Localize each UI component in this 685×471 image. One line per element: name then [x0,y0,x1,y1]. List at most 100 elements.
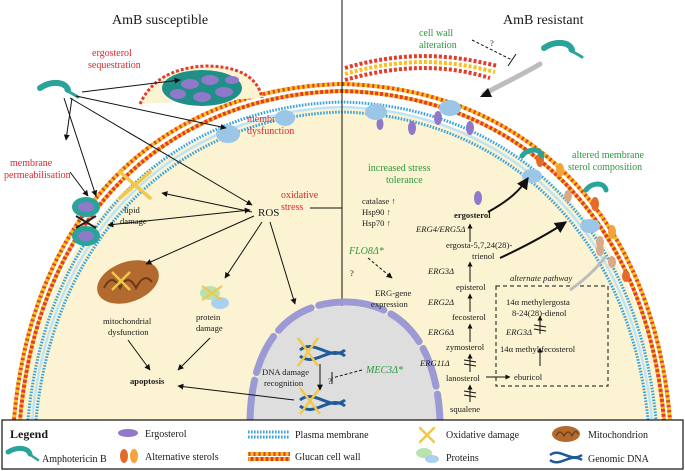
dashed-inhibition-mec3 [331,369,363,384]
label-protein-2: damage [196,323,223,333]
legend-item-cell-wall: Glucan cell wall [248,452,361,463]
label-cell-wall-1: cell wall [419,28,453,39]
flo8-arrow [367,257,393,279]
legend-item-ergosterol: Ergosterol [118,429,187,440]
legend-title: Legend [10,427,48,441]
label-stress-tol-1: increased stress [368,163,431,174]
label-membrane-perm-1: membrane [10,158,53,169]
pathway-zymosterol: zymosterol [446,342,485,352]
label-catalase: catalase ↑ [362,196,396,206]
ergosterol-pathway: ergosterol ERG4/ERG5Δ ergosta-5,7,24(28)… [415,177,567,414]
label-flo8-question: ? [350,268,354,278]
alt-pathway-title: alternate pathway [510,273,572,283]
legend-item-oxidative-damage: Oxidative damage [418,426,520,444]
legend-label-cell-wall: Glucan cell wall [295,452,361,463]
label-membrane-dysfunction-2: dysfunction [247,126,294,137]
label-flo8: FLO8Δ* [348,246,384,257]
alternative-sterols-in-membrane [519,147,630,282]
pathway-trienol-1: ergosta-5,7,24(28)- [446,240,512,250]
genomic-dna-icon [299,387,346,415]
label-cell-wall-2: alteration [419,40,457,51]
label-altered-1: altered membrane [572,150,644,161]
ergosterol-in-membrane [376,111,474,135]
label-mec3-question: ? [328,376,332,386]
pathway-erg3: ERG3Δ [427,266,454,276]
legend-label-alt-sterols: Alternative sterols [145,452,219,463]
label-membrane-perm-2: permeabilisation [4,170,71,181]
legend-item-genomic-dna: Genomic DNA [549,451,650,465]
label-cell-wall-question: ? [490,38,494,48]
alternate-pathway-box: alternate pathway 14α methylergosta 8-24… [495,255,609,387]
membrane-protein [580,219,600,233]
header-right: AmB resistant [503,13,584,28]
thick-cell-wall [344,54,499,82]
amphotericin-b-icon [541,40,584,59]
genomic-dna-icon [296,337,346,367]
legend-label-ergosterol: Ergosterol [145,429,187,440]
alt-eburicol: eburicol [514,372,543,382]
legend-label-proteins: Proteins [446,453,479,464]
mitochondrion-icon [97,260,159,304]
label-dna-1: DNA damage [262,367,309,377]
alt-methylergosta-1: 14α methylergosta [506,297,570,307]
legend-label-plasma-membrane: Plasma membrane [295,430,369,441]
label-ergosterol-seq-1: ergosterol [92,48,132,59]
amphotericin-b-icon [37,80,80,99]
label-stress-tol-2: tolerance [386,175,423,186]
membrane-protein [216,125,240,143]
legend-label-oxidative-damage: Oxidative damage [446,430,520,441]
legend-item-proteins: Proteins [416,448,479,464]
membrane-protein [439,100,461,116]
nucleus [246,298,444,424]
label-lipid-1: lipid [124,205,140,215]
cell-wall-arrow [471,39,543,97]
alt-erg3: ERG3Δ [505,327,532,337]
arrows-left [63,77,343,401]
pathway-episterol: episterol [456,282,486,292]
label-erg-expr-2: expression [371,299,408,309]
label-protein-1: protein [196,312,221,322]
header-left: AmB susceptible [112,13,208,28]
sterol-sponge [138,64,264,106]
legend-item-plasma-membrane: Plasma membrane [248,430,369,441]
label-apoptosis: apoptosis [130,376,165,386]
pathway-erg2: ERG2Δ [427,297,454,307]
label-mito-2: dysfunction [108,327,149,337]
label-dna-2: recognition [264,378,304,388]
label-ergosterol-seq-2: sequestration [88,60,141,71]
legend-label-mitochondrion: Mitochondrion [588,430,648,441]
legend-label-amphotericin: Amphotericin B [42,454,107,465]
legend-item-alt-sterols: Alternative sterols [120,449,219,463]
legend: Legend Amphotericin B Ergosterol Alterna… [1,419,684,470]
label-altered-2: sterol composition [568,162,642,173]
pathway-lanosterol: lanosterol [446,373,481,383]
label-membrane-dysfunction-1: membrane [247,114,290,125]
alt-methyl-fecosterol: 14α methyl fecosterol [500,344,576,354]
pathway-fecosterol: fecosterol [452,312,486,322]
membrane-protein [275,110,295,126]
label-erg-expr-1: ERG-gene [375,288,411,298]
label-oxidative-2: stress [281,202,303,213]
pathway-ergosterol: ergosterol [454,210,491,220]
amb-pore [72,197,100,246]
label-hsp90: Hsp90 ↑ [362,207,391,217]
label-mec3: MEC3Δ* [365,365,403,376]
legend-item-mitochondrion: Mitochondrion [552,426,648,442]
protein-icon [200,285,229,309]
membrane-protein [365,104,387,120]
label-hsp70: Hsp70 ↑ [362,218,391,228]
label-oxidative-1: oxidative [281,190,319,201]
oxidative-damage-icon [118,170,152,200]
label-mito-1: mitochondrial [103,316,152,326]
label-ros: ROS [258,207,279,219]
pathway-trienol-2: trienol [472,251,495,261]
legend-label-genomic-dna: Genomic DNA [588,454,650,465]
alt-methylergosta-2: 8-24(28)-dienol [512,308,567,318]
legend-item-amphotericin: Amphotericin B [5,445,107,465]
pathway-erg4-erg5: ERG4/ERG5Δ [415,224,465,234]
pathway-squalene: squalene [450,404,480,414]
pathway-erg6: ERG6Δ [427,327,454,337]
pathway-erg11: ERG11Δ [419,358,450,368]
